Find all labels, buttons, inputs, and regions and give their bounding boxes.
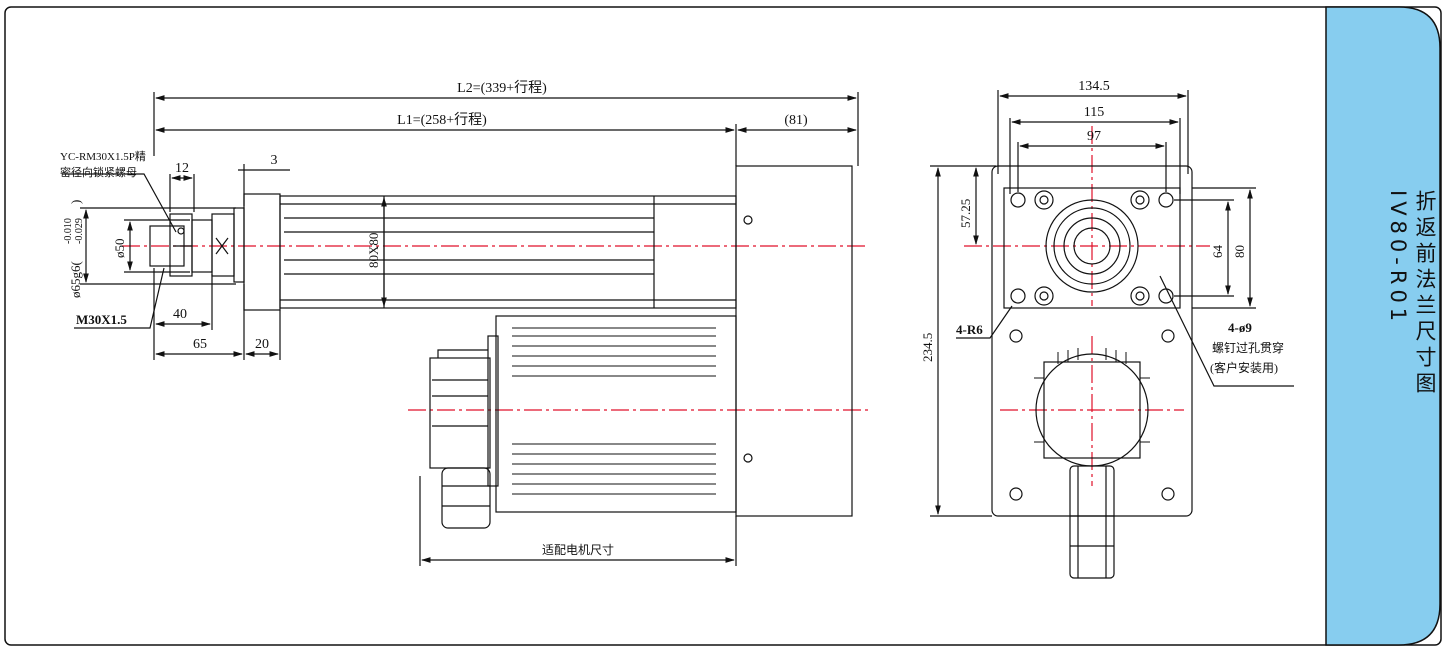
bolt-br [1130,286,1150,306]
front-flange-plate [1003,187,1181,309]
leader-4r6 [956,305,1013,339]
nut-note-line2: 密径向锁紧螺母 [60,165,137,179]
front-flange [243,193,281,311]
servo-motor [495,315,737,513]
front-motor-square [1043,361,1141,459]
actuator-profile [279,195,737,309]
label-tol-close: ) [68,200,83,204]
bolt-tl [1034,190,1054,210]
front-motor-fins [1034,348,1150,443]
mount-hole-tl [1010,192,1026,208]
sidebar-title-model: IV80-R01 [1386,190,1410,327]
label-134-5: 134.5 [1078,79,1110,94]
label-dia65: ø65g6( [68,261,83,298]
label-tol-lower: -0.029 [74,218,85,244]
label-57-25: 57.25 [958,199,973,228]
title-sidebar [1325,6,1441,646]
page-border [4,6,1442,646]
front-flange-ring [1045,199,1139,293]
housing-screw-top [743,215,753,225]
label-dia50: ø50 [112,239,127,259]
housing-screw-front-tr [1161,329,1175,343]
motor-encoder [429,357,491,469]
side-view [62,92,868,566]
label-m30: M30X1.5 [76,312,127,327]
label-64: 64 [1210,245,1225,259]
housing-screw-front-br [1161,487,1175,501]
front-connector [1069,465,1115,579]
bolt-bl [1034,286,1054,306]
nut-note-line1: YC-RM30X1.5P精 [60,150,146,163]
motor-connector [441,467,491,529]
leader-4d9 [1159,275,1294,387]
housing-screw-front-bl [1009,487,1023,501]
housing-screw-bottom [743,453,753,463]
label-4r6: 4-R6 [956,322,983,337]
mount-hole-br [1158,288,1174,304]
drawing-frame: L2=(339+行程) L1=(258+行程) (81) 3 12 YC-RM3… [4,6,1442,646]
label-97: 97 [1087,129,1101,144]
bolt-tr [1130,190,1150,210]
label-115: 115 [1084,105,1104,120]
housing-screw-front-tl [1009,329,1023,343]
label-12: 12 [175,161,189,176]
label-l2: L2=(339+行程) [457,80,547,96]
label-80: 80 [1232,245,1247,258]
mount-hole-bl [1010,288,1026,304]
label-81: (81) [784,113,808,128]
label-3: 3 [271,153,278,168]
label-20: 20 [255,337,269,352]
label-4d9: 4-ø9 [1228,320,1252,335]
label-80x80: 80X80 [366,233,381,268]
reverse-housing [735,165,853,517]
label-65: 65 [193,337,207,352]
lock-nut [169,213,193,277]
label-40: 40 [173,307,187,322]
hole-note-line2: (客户安装用) [1210,360,1278,375]
hole-note-line1: 螺钉过孔贯穿 [1212,340,1284,355]
sidebar-title: 折返前法兰尺寸图 IV80-R01 [1380,190,1440,490]
mount-hole-tr [1158,192,1174,208]
label-tol-upper: -0.010 [63,218,74,244]
label-l1: L1=(258+行程) [397,112,487,128]
label-motor-size: 适配电机尺寸 [542,543,614,557]
motor-fins [512,327,716,495]
label-234-5: 234.5 [920,333,935,362]
sidebar-title-chinese: 折返前法兰尺寸图 [1413,190,1437,398]
front-view [930,90,1294,579]
